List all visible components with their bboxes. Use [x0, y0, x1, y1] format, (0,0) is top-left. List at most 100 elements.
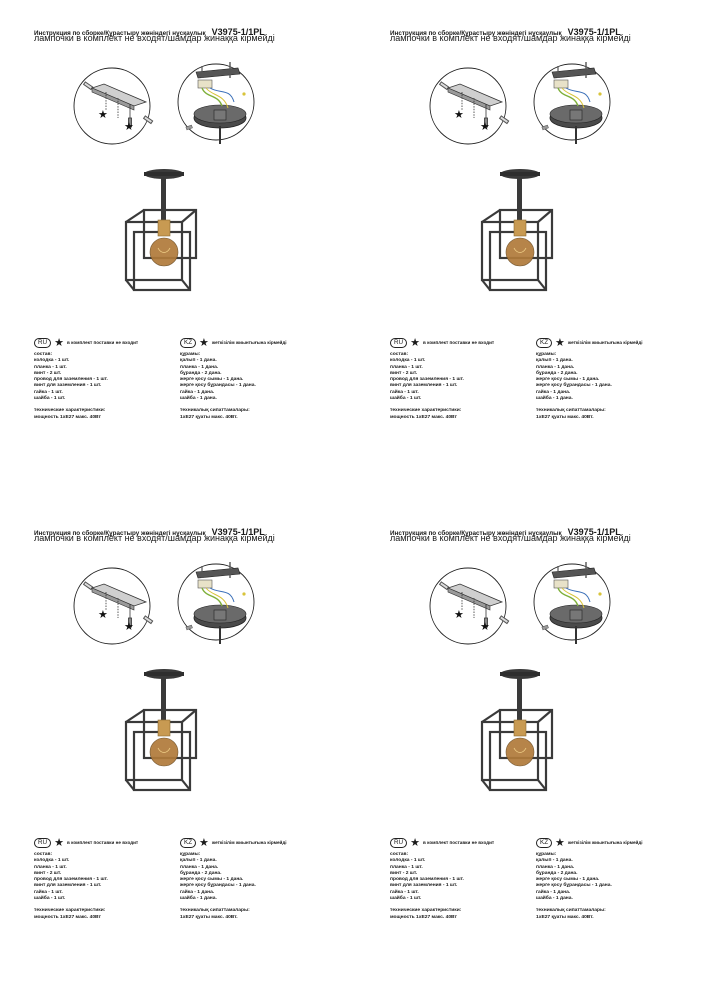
list-item: жерге қосу сымы - 1 дана. [536, 877, 600, 883]
list-item: қалып - 1 дана. [180, 858, 217, 864]
star-mark: ★ [124, 620, 134, 633]
list-item: планка - 1 шт. [34, 364, 67, 370]
instruction-subtitle: лампочки в комплект не входят/шамдар жин… [390, 33, 631, 43]
lamp-drawing [124, 169, 198, 292]
instruction-panel: Инструкция по сборке/Құрастыру жөніндегі… [390, 22, 707, 502]
star-mark: ★ [98, 108, 108, 121]
list-item: жерге қосу сымы - 1 дана. [536, 377, 600, 383]
list-item: шайба - 1 шт. [390, 896, 422, 902]
list-item: гайка - 1 шт. [34, 889, 63, 895]
model-number: V3975-1/1PL [567, 527, 621, 537]
list-item: шайба - 1 шт. [34, 896, 66, 902]
model-number: V3975-1/1PL [211, 27, 265, 37]
spec-list-ru: состав: колодка - 1 шт. планка - 1 шт. в… [390, 352, 464, 421]
instruction-panel: Инструкция по сборке/Құрастыру жөніндегі… [34, 522, 364, 1002]
assembly-drawing: ★ ★ [429, 562, 611, 792]
list-item: гайка - 1 шт. [390, 889, 419, 895]
list-item: жерге қосу бұрандасы - 1 дана. [180, 883, 256, 889]
not-included-note-kz: жеткізілім жиынтығына кірмейді [211, 840, 287, 846]
language-badge-ru: RU [34, 337, 52, 348]
detail-circle-canopy-wiring [533, 562, 611, 644]
not-included-note-ru: в комплект поставки не входит [66, 840, 139, 846]
list-item: винт - 2 шт. [390, 870, 418, 876]
ru-legend: RU★в комплект поставки не входит [390, 834, 495, 850]
tech-heading: технические характеристики: [34, 408, 106, 414]
list-item: гайка - 1 дана. [536, 389, 571, 395]
instruction-subtitle: лампочки в комплект не входят/шамдар жин… [34, 33, 275, 43]
tech-value: 1хЕ27 қуаты макс. 40Вт. [180, 914, 238, 920]
tech-heading: техникалық сипаттамалары: [180, 408, 250, 414]
kz-legend: KZ★жеткізілім жиынтығына кірмейді [536, 334, 643, 350]
language-badge-ru: RU [390, 337, 408, 348]
list-item: гайка - 1 шт. [390, 389, 419, 395]
star-mark: ★ [480, 120, 490, 133]
list-item: винт - 2 шт. [34, 370, 62, 376]
list-item: гайка - 1 дана. [180, 389, 215, 395]
spec-list-kz: құрамы: қалып - 1 дана. планка - 1 дана.… [180, 352, 256, 421]
ru-legend: RU★в комплект поставки не входит [390, 334, 495, 350]
title-row: Инструкция по сборке/Құрастыру жөніндегі… [34, 22, 265, 40]
list-item: шайба - 1 дана. [536, 896, 573, 902]
ru-legend: RU★в комплект поставки не входит [34, 334, 138, 349]
assembly-drawing: ★ ★ [73, 62, 255, 292]
tech-value: мощность 1хЕ27 макс. 40Вт [390, 914, 457, 920]
list-item: бұранда - 2 дана. [536, 870, 578, 876]
list-item: бұранда - 2 дана. [536, 370, 578, 376]
list-heading: состав: [390, 852, 409, 857]
tech-value: 1хЕ27 қуаты макс. 40Вт. [536, 914, 594, 920]
lamp-drawing [124, 669, 198, 792]
star-icon: ★ [410, 337, 420, 350]
language-badge-kz: KZ [180, 337, 197, 348]
star-icon: ★ [410, 837, 420, 850]
tech-value: 1хЕ27 қуаты макс. 40Вт. [536, 414, 594, 420]
list-item: бұранда - 2 дана. [180, 370, 222, 376]
list-heading: құрамы: [536, 352, 557, 357]
instruction-subtitle: лампочки в комплект не входят/шамдар жин… [34, 533, 275, 543]
list-heading: состав: [34, 852, 53, 857]
kz-legend: KZ★жеткізілім жиынтығына кірмейді [536, 834, 643, 849]
list-item: планка - 1 шт. [390, 864, 423, 870]
spec-list-ru: состав: колодка - 1 шт. планка - 1 шт. в… [34, 352, 108, 421]
tech-value: мощность 1хЕ27 макс. 40Вт [34, 414, 101, 420]
instruction-title: Инструкция по сборке/Құрастыру жөніндегі… [390, 530, 562, 537]
not-included-note-ru: в комплект поставки не входит [422, 840, 495, 846]
tech-heading: технические характеристики: [34, 908, 106, 914]
detail-circle-mounting-plate: ★ ★ [73, 67, 154, 145]
list-item: провод для заземления - 1 шт. [34, 377, 108, 383]
ru-legend: RU★в комплект поставки не входит [34, 834, 139, 850]
language-badge-kz: KZ [180, 837, 197, 848]
list-item: қалып - 1 дана. [536, 358, 573, 364]
list-item: бұранда - 2 дана. [180, 870, 222, 876]
not-included-note-ru: в комплект поставки не входит [422, 340, 495, 346]
list-item: планка - 1 шт. [34, 864, 67, 870]
title-row: Инструкция по сборке/Құрастыру жөніндегі… [34, 522, 265, 540]
title-row: Инструкция по сборке/Құрастыру жөніндегі… [390, 522, 621, 540]
star-mark: ★ [454, 108, 464, 121]
tech-value: мощность 1хЕ27 макс. 40Вт [34, 914, 101, 920]
instruction-subtitle: лампочки в комплект не входят/шамдар жин… [390, 533, 631, 543]
list-item: колодка - 1 шт. [34, 858, 70, 864]
model-number: V3975-1/1PL [211, 527, 265, 537]
list-item: жерге қосу бұрандасы - 1 дана. [180, 383, 256, 389]
list-item: винт для заземления - 1 шт. [34, 883, 102, 889]
tech-value: 1хЕ27 қуаты макс. 40Вт. [180, 414, 238, 420]
star-mark: ★ [124, 120, 134, 133]
list-item: винт для заземления - 1 шт. [390, 883, 458, 889]
list-item: провод для заземления - 1 шт. [390, 377, 464, 383]
kz-legend: KZ★жеткізілім жиынтығына кірмейді [180, 334, 287, 349]
list-heading: құрамы: [536, 852, 557, 857]
list-item: жерге қосу бұрандасы - 1 дана. [536, 883, 612, 889]
tech-heading: техникалық сипаттамалары: [536, 908, 606, 914]
list-item: планка - 1 дана. [536, 864, 575, 870]
spec-list-kz: құрамы: қалып - 1 дана. планка - 1 дана.… [536, 352, 612, 421]
list-item: қалып - 1 дана. [536, 858, 573, 864]
instruction-title: Инструкция по сборке/Құрастыру жөніндегі… [34, 30, 206, 37]
detail-circle-canopy-wiring [177, 62, 255, 144]
star-mark: ★ [454, 608, 464, 621]
star-icon: ★ [555, 337, 565, 350]
star-icon: ★ [199, 837, 209, 850]
title-row: Инструкция по сборке/Құрастыру жөніндегі… [390, 22, 621, 40]
detail-circle-canopy-wiring [177, 562, 255, 644]
star-icon: ★ [54, 837, 64, 850]
instruction-title: Инструкция по сборке/Құрастыру жөніндегі… [390, 30, 562, 37]
